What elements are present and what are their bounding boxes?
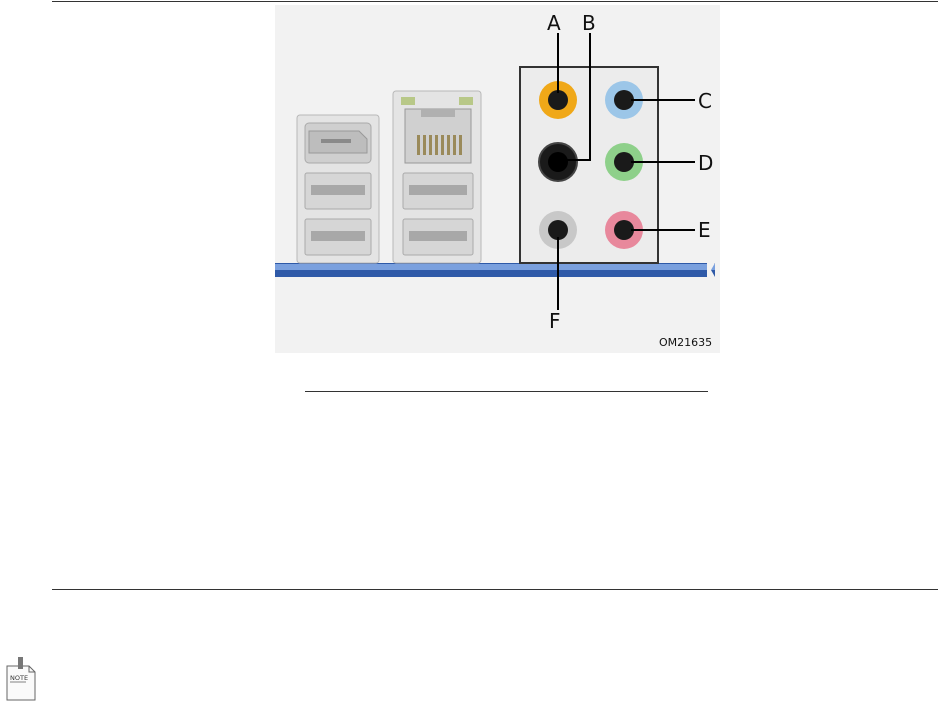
- callout-f: F: [549, 311, 561, 331]
- back-panel-figure: A B C D E F: [275, 5, 720, 353]
- bottom-rule: [52, 589, 938, 590]
- note-icon: NOTE: [4, 656, 37, 702]
- back-panel-illustration: [275, 5, 720, 353]
- callout-c: C: [698, 91, 712, 111]
- note-icon-label: NOTE: [10, 674, 28, 682]
- callout-d: D: [698, 153, 713, 173]
- figure-code: OM21635: [659, 336, 712, 349]
- top-rule: [52, 1, 938, 2]
- callout-b: B: [582, 13, 596, 33]
- callout-e: E: [698, 220, 711, 240]
- firewire-usb-stack: [297, 115, 379, 263]
- motherboard-edge: [275, 263, 715, 277]
- lan-usb-stack: [393, 91, 481, 263]
- callout-a: A: [547, 13, 561, 33]
- caption-rule: [305, 391, 708, 392]
